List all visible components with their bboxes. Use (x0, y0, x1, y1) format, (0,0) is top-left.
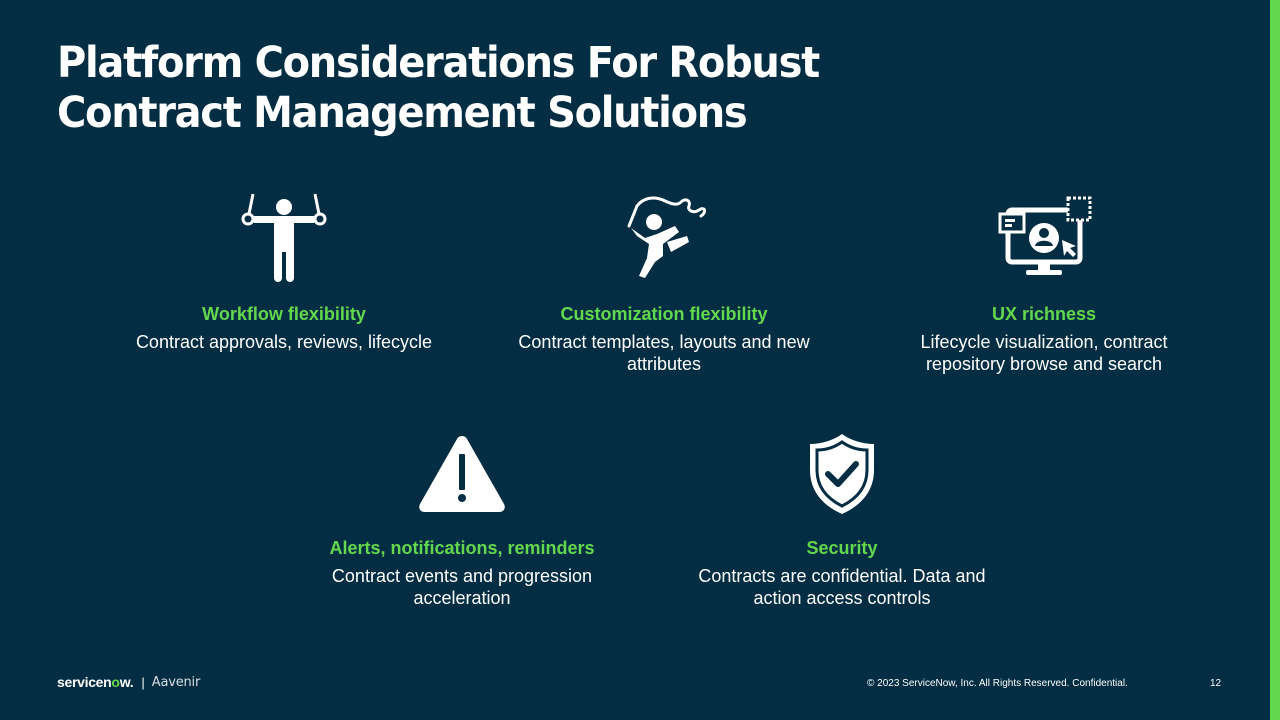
card-heading: Workflow flexibility (202, 304, 366, 324)
copyright-text: © 2023 ServiceNow, Inc. All Rights Reser… (867, 678, 1128, 689)
card-heading: UX richness (991, 304, 1097, 324)
card-ux-richness: UX richness Lifecycle visualization, con… (874, 190, 1214, 380)
card-description: Contract templates, layouts and new attr… (518, 332, 810, 374)
page-number: 12 (1210, 678, 1222, 689)
card-customization-flexibility: Customization flexibility Contract templ… (494, 190, 834, 380)
card-security: Security Contracts are confidential. Dat… (672, 430, 1012, 620)
shield-check-icon (810, 434, 874, 514)
card-heading: Alerts, notifications, reminders (329, 538, 595, 558)
card-heading: Customization flexibility (560, 304, 768, 324)
card-description: Contract approvals, reviews, lifecycle (135, 332, 433, 352)
warning-triangle-icon (419, 436, 505, 512)
logo-text-o: o (111, 674, 120, 690)
card-description: Contract events and progression accelera… (331, 566, 593, 608)
gymnast-rings-icon (241, 193, 327, 282)
logo-text-prefix: servicen (57, 674, 112, 690)
card-workflow-flexibility: Workflow flexibility Contract approvals,… (114, 190, 454, 370)
card-description: Lifecycle visualization, contract reposi… (920, 332, 1168, 374)
ribbon-gymnast-icon (627, 196, 707, 278)
slide-title: Platform Considerations For Robust Contr… (57, 38, 820, 138)
footer-logos: servicenow. | Aavenir (57, 674, 200, 690)
aavenir-logo: Aavenir (151, 674, 201, 690)
accent-bar (1270, 0, 1280, 720)
logo-separator: | (141, 674, 145, 690)
card-alerts-notifications: Alerts, notifications, reminders Contrac… (292, 430, 632, 620)
card-heading: Security (806, 538, 878, 558)
logo-text-suffix: w. (119, 674, 134, 690)
monitor-user-icon (998, 196, 1092, 275)
card-description: Contracts are confidential. Data and act… (698, 566, 986, 608)
servicenow-logo: servicenow. (57, 674, 134, 690)
